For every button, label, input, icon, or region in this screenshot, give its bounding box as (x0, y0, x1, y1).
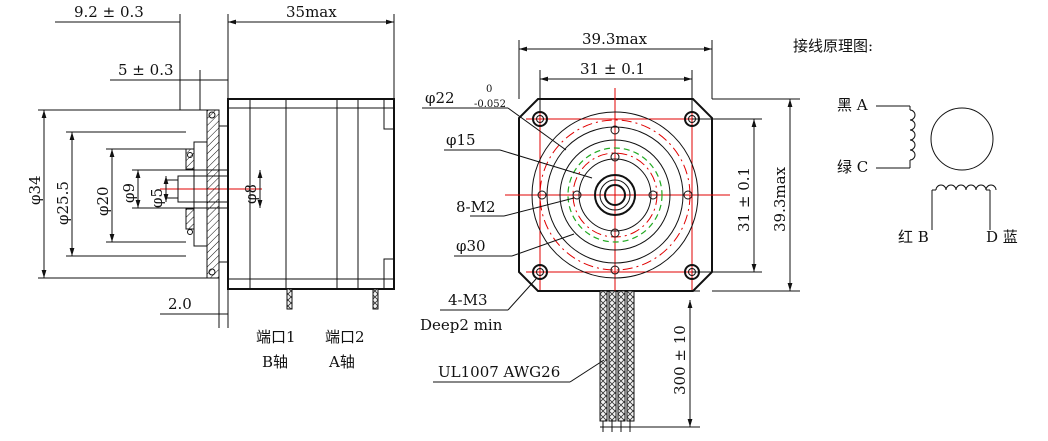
flange (185, 109, 229, 279)
outer-circle (531, 111, 699, 279)
dim-pcd: φ25.5 (54, 181, 72, 225)
coil-bd (935, 184, 997, 191)
dim-height-max: 39.3max (771, 166, 789, 232)
dim-pilot-tol-upper: 0 (486, 84, 492, 95)
rotor-circle (930, 107, 994, 171)
cable-spec: UL1007 AWG26 (438, 363, 560, 381)
dim-shaft-dia: φ5 (148, 188, 166, 208)
dim-body-length: 35max (286, 3, 337, 21)
coil-ac (909, 109, 916, 161)
dim-thread-holes: 8-M2 (456, 198, 496, 216)
dim-mount-holes: 4-M3 (448, 291, 488, 309)
dim-boss-dia: φ20 (94, 186, 112, 216)
phi15-circle (578, 158, 652, 232)
wiring-title: 接线原理图: (793, 37, 873, 55)
dim-pilot-base: φ22 (425, 89, 455, 107)
dim-plate: 2.0 (168, 295, 192, 313)
dim-inner-dia: φ15 (446, 131, 476, 149)
wire-c-label: 绿 C (837, 158, 868, 176)
dim-circle-dia: φ30 (456, 237, 486, 255)
side-view: 9.2 ± 0.3 35max 5 ± 0.3 φ34 φ25.5 φ20 φ9… (26, 3, 395, 371)
bore-circle (594, 174, 636, 216)
dim-bore-dia: φ8 (242, 184, 260, 204)
wiring-diagram: 接线原理图: 黑 A 绿 C 红 B D 蓝 (793, 37, 1018, 246)
dim-hole-spacing-x: 31 ± 0.1 (580, 60, 645, 78)
dim-hub-dia: φ9 (120, 183, 138, 203)
port-2-pin (372, 288, 379, 310)
phi30-circle (559, 139, 671, 251)
dim-width-max: 39.3max (582, 30, 648, 48)
wire-d-label: D 蓝 (986, 228, 1018, 246)
dim-pilot-tol-lower: -0.052 (474, 99, 506, 110)
dim-hole-spacing-y: 31 ± 0.1 (735, 167, 753, 232)
port-1-pin (286, 288, 293, 310)
dim-depth: Deep2 min (420, 316, 503, 334)
port-1-label: 端口1 (256, 328, 296, 346)
front-view: 39.3max 31 ± 0.1 φ22 0 -0.052 φ15 8-M2 φ… (420, 30, 800, 432)
dim-boss-height: 5 ± 0.3 (118, 61, 174, 79)
cables (599, 290, 700, 432)
dim-outer-dia: φ34 (26, 175, 44, 205)
port-2-label: 端口2 (325, 328, 365, 346)
axis-a-label: A轴 (328, 353, 355, 371)
axis-b-label: B轴 (262, 353, 288, 371)
cable-length: 300 ± 10 (671, 325, 689, 395)
m2-holes (537, 125, 693, 275)
wire-b-label: 红 B (898, 228, 929, 246)
wire-a-label: 黑 A (837, 96, 868, 114)
dim-flange-thickness: 9.2 ± 0.3 (74, 3, 144, 21)
